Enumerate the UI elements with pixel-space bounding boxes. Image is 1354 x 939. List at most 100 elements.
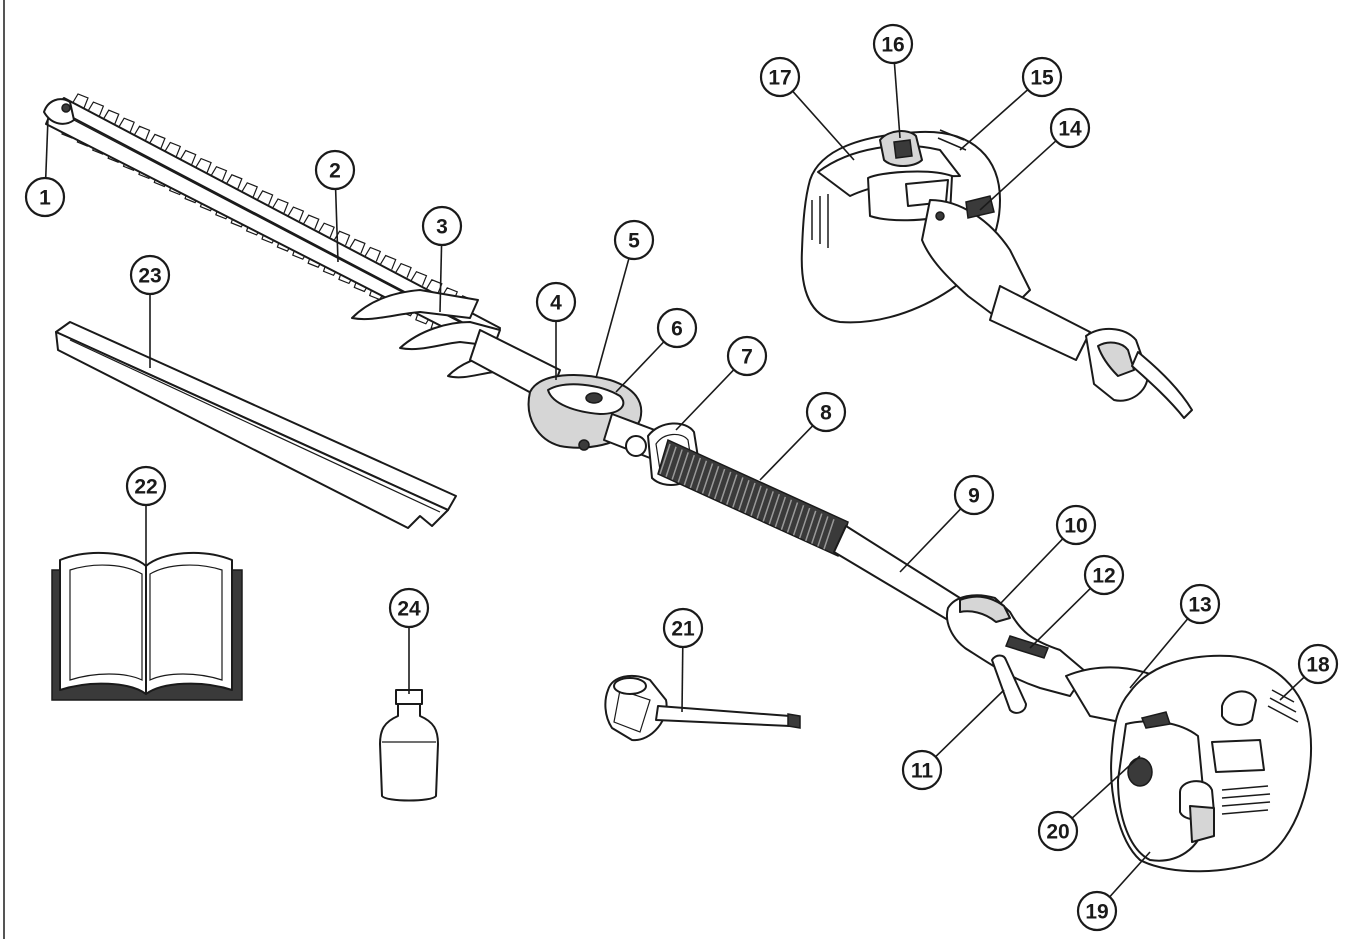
callout-number: 13 — [1188, 594, 1211, 617]
spark-plug-wrench — [604, 674, 801, 742]
callout-circle — [656, 307, 698, 349]
callout-circle — [872, 23, 914, 65]
gearbox — [469, 329, 701, 486]
callout-circle — [1055, 504, 1097, 546]
callout-20: 20 — [1037, 810, 1079, 852]
leader-line-1 — [44, 117, 49, 179]
callout-5: 5 — [613, 219, 655, 261]
callout-12: 12 — [1083, 554, 1125, 596]
callout-number: 21 — [671, 618, 695, 641]
callout-circle — [1049, 107, 1091, 149]
grip-rib — [750, 485, 762, 517]
callout-circle — [1021, 56, 1063, 98]
leader-line-2 — [334, 188, 339, 263]
callout-circle — [421, 205, 463, 247]
callout-number: 16 — [881, 34, 904, 57]
grip-rib — [823, 518, 835, 550]
leader-line-11 — [935, 689, 1005, 758]
engine-unit — [1065, 654, 1312, 873]
callout-22: 22 — [125, 465, 167, 507]
callout-21: 21 — [662, 607, 704, 649]
grip-rib — [811, 513, 823, 544]
callout-11: 11 — [901, 749, 943, 791]
engine-detail-view — [800, 129, 1193, 419]
grip-rib — [665, 446, 677, 478]
callout-circle — [1083, 554, 1125, 596]
leader-line-15 — [959, 89, 1029, 151]
leader-line-13 — [1129, 618, 1189, 689]
callout-number: 3 — [436, 216, 448, 239]
grip-rib — [768, 493, 780, 525]
operator-manual-book-icon — [51, 551, 243, 701]
leader-line-3 — [439, 244, 443, 313]
callout-number: 2 — [329, 160, 341, 183]
drive-shaft — [657, 438, 961, 621]
callout-number: 7 — [741, 346, 753, 369]
leader-line-12 — [1029, 587, 1092, 649]
callout-circle — [24, 176, 66, 218]
blade-cover — [55, 321, 457, 529]
callout-circle — [1179, 583, 1221, 625]
callout-circle — [1297, 643, 1339, 685]
callout-circle — [129, 254, 171, 296]
callout-circle — [314, 149, 356, 191]
callout-number: 6 — [671, 318, 683, 341]
callout-number: 22 — [134, 476, 157, 499]
callout-circle — [125, 465, 167, 507]
grip-rib — [683, 454, 695, 486]
callout-14: 14 — [1049, 107, 1091, 149]
grip-rib — [738, 479, 750, 511]
callout-number: 9 — [968, 485, 980, 508]
callout-2: 2 — [314, 149, 356, 191]
leader-line-7 — [675, 369, 735, 431]
callout-number: 12 — [1092, 565, 1115, 588]
callout-10: 10 — [1055, 504, 1097, 546]
callout-circle — [1037, 810, 1079, 852]
grip-rib — [726, 474, 738, 505]
callout-13: 13 — [1179, 583, 1221, 625]
leader-lines — [44, 62, 1305, 898]
grip-rib — [762, 491, 774, 522]
callout-circle — [726, 335, 768, 377]
grip-rib — [780, 499, 793, 530]
callout-number: 8 — [820, 402, 832, 425]
callout-number: 1 — [39, 187, 51, 210]
callout-circle — [953, 474, 995, 516]
leader-line-17 — [792, 90, 855, 161]
grip-rib — [720, 471, 732, 503]
callout-number: 17 — [768, 67, 791, 90]
leader-line-16 — [893, 62, 901, 139]
callout-19: 19 — [1076, 890, 1118, 932]
callout-number: 18 — [1306, 654, 1330, 677]
callout-circle — [1076, 890, 1118, 932]
leader-line-5 — [595, 258, 630, 379]
grip-rib — [774, 496, 787, 528]
callout-number: 23 — [138, 265, 161, 288]
grip-rib — [732, 477, 744, 508]
callout-circle — [759, 56, 801, 98]
callout-7: 7 — [726, 335, 768, 377]
grip-rib — [744, 482, 756, 514]
callout-number: 5 — [628, 230, 640, 253]
grip-rib — [707, 466, 720, 497]
grip-rib — [786, 502, 799, 533]
callout-circle — [535, 281, 577, 323]
callout-15: 15 — [1021, 56, 1063, 98]
rear-handle — [946, 594, 1087, 714]
callout-circle — [388, 587, 430, 629]
callout-23: 23 — [129, 254, 171, 296]
callout-4: 4 — [535, 281, 577, 323]
callout-18: 18 — [1297, 643, 1339, 685]
grip-rib — [689, 457, 702, 489]
oil-bottle — [379, 689, 439, 802]
callout-circle — [662, 607, 704, 649]
grip-rib — [695, 460, 708, 491]
callout-number: 11 — [911, 760, 934, 783]
callout-number: 20 — [1046, 821, 1069, 844]
callout-number: 4 — [550, 292, 562, 315]
leader-line-19 — [1109, 851, 1151, 898]
grip-rib — [713, 468, 726, 500]
grip-rib — [671, 449, 683, 480]
